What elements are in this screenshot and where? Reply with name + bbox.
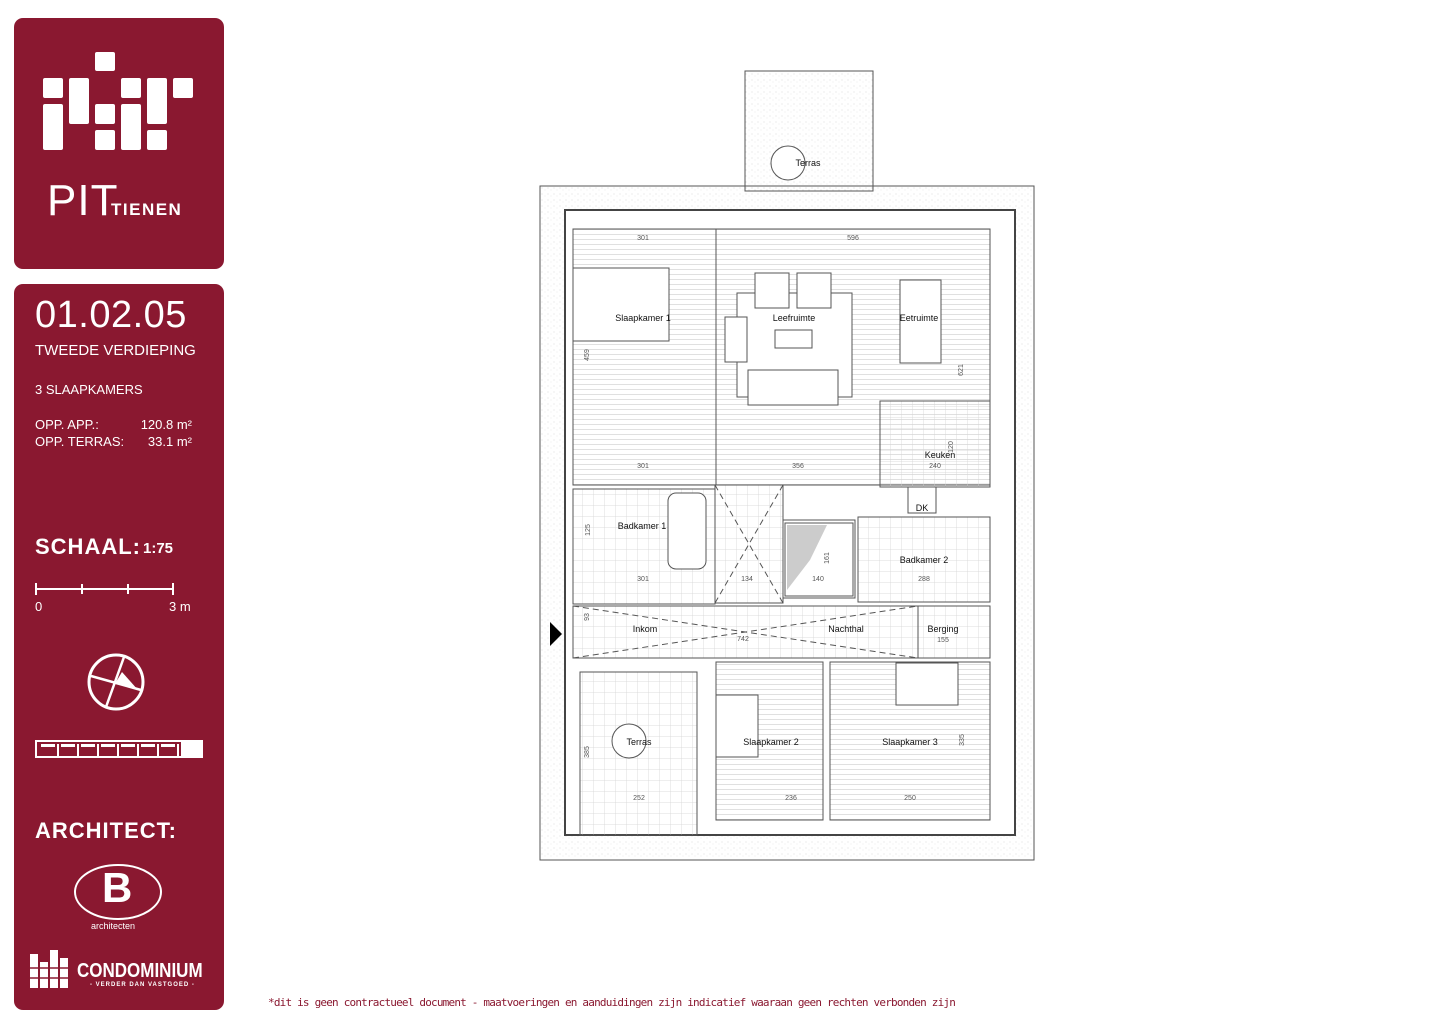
- area-app-value: 120.8 m²: [140, 417, 192, 432]
- room-label-berging: Berging: [927, 624, 958, 634]
- dimension-label: 621: [958, 364, 965, 376]
- dimension-label: 459: [584, 349, 591, 361]
- area-app-label: OPP. APP.:: [35, 417, 99, 432]
- room-label-badkamer1: Badkamer 1: [618, 521, 667, 531]
- dimension-label: 236: [785, 795, 797, 802]
- developer-tagline: - VERDER DAN VASTGOED -: [90, 982, 195, 988]
- room-label-slaapkamer1: Slaapkamer 1: [615, 313, 671, 323]
- dimension-label: 335: [959, 734, 966, 746]
- entrance-arrow-icon: [550, 622, 562, 646]
- dimension-label: 134: [741, 576, 753, 583]
- dimension-label: 301: [637, 576, 649, 583]
- scale-bar-end: 3 m: [169, 599, 191, 614]
- condominium-logo-icon: [28, 950, 70, 988]
- dimension-label: 742: [737, 636, 749, 643]
- bedrooms-label: 3 SLAAPKAMERS: [35, 382, 143, 397]
- developer-name: CONDOMINIUM: [77, 960, 203, 982]
- dimension-label: 155: [937, 637, 949, 644]
- dimension-label: 356: [792, 463, 804, 470]
- room-label-eetruimte: Eetruimte: [900, 313, 939, 323]
- room-label-leefruimte: Leefruimte: [773, 313, 816, 323]
- architect-logo-subtext: architecten: [91, 921, 136, 931]
- dimension-label: 250: [904, 795, 916, 802]
- scale-bar-icon: [35, 583, 174, 595]
- room-berging: [917, 605, 991, 659]
- room-label-inkom: Inkom: [633, 624, 658, 634]
- dimension-label: 301: [637, 235, 649, 242]
- room-label-slaapkamer3: Slaapkamer 3: [882, 737, 938, 747]
- furniture: [572, 145, 959, 759]
- room-slaapkamer-1: [572, 228, 717, 486]
- logo-subtext: TIENEN: [111, 200, 183, 219]
- room-label-dk: DK: [916, 503, 929, 513]
- room-label-keuken: Keuken: [925, 450, 956, 460]
- dimension-label: 125: [585, 524, 592, 536]
- room-keuken: [879, 400, 991, 488]
- info-panel: 01.02.05 TWEEDE VERDIEPING 3 SLAAPKAMERS…: [14, 284, 224, 1010]
- compass-icon: [87, 653, 145, 711]
- architect-logo-icon: [74, 864, 162, 920]
- room-label-slaapkamer2: Slaapkamer 2: [743, 737, 799, 747]
- room-label-terras_top: Terras: [795, 158, 821, 168]
- dimension-label: 385: [584, 746, 591, 758]
- disclaimer: *dit is geen contractueel document - maa…: [268, 996, 956, 1009]
- scale-label: SCHAAL:: [35, 534, 141, 559]
- pit-logo-icon: [43, 52, 193, 150]
- area-terras-value: 33.1 m²: [147, 434, 192, 449]
- dimension-label: 93: [584, 613, 591, 621]
- dimension-label: 120: [948, 441, 955, 453]
- dimension-label: 161: [824, 552, 831, 564]
- dimension-label: 140: [812, 576, 824, 583]
- room-label-badkamer2: Badkamer 2: [900, 555, 949, 565]
- area-terras-label: OPP. TERRAS:: [35, 434, 125, 449]
- dimension-label: 301: [637, 463, 649, 470]
- architect-label: ARCHITECT:: [35, 818, 177, 843]
- scale-value: 1:75: [143, 540, 174, 557]
- room-badkamer-2: [857, 516, 991, 603]
- scale-bar-start: 0: [35, 599, 43, 614]
- room-label-terras_bottom: Terras: [626, 737, 652, 747]
- brand-panel: PIT TIENEN: [14, 18, 224, 269]
- room-label-nachthal: Nachthal: [828, 624, 864, 634]
- dimension-label: 288: [918, 576, 930, 583]
- dimension-label: 252: [633, 795, 645, 802]
- unit-number: 01.02.05: [35, 294, 187, 336]
- dimension-label: 240: [929, 463, 941, 470]
- dimension-label: 596: [847, 235, 859, 242]
- floor-label: TWEEDE VERDIEPING: [35, 342, 196, 359]
- architect-logo-letter: B: [102, 864, 133, 911]
- logo-text: PIT: [47, 176, 119, 225]
- building-elevation-icon: [35, 740, 203, 758]
